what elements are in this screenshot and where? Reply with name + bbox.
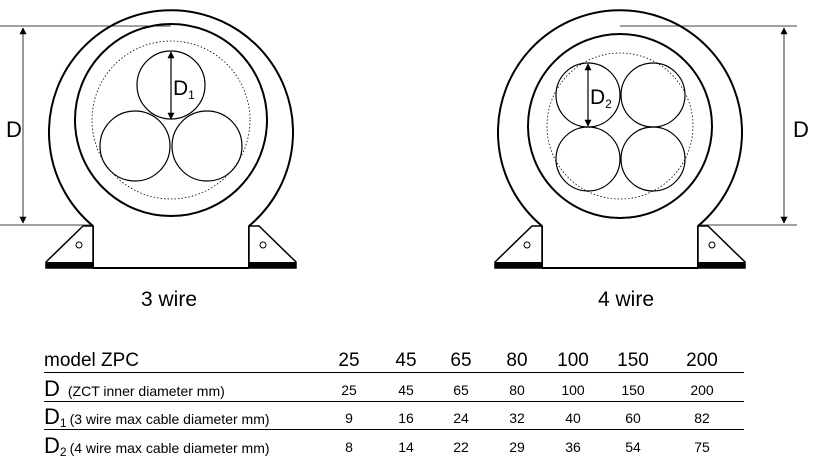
table-row-rule	[44, 429, 744, 430]
table-row-subscript: 2	[59, 445, 67, 459]
table-row-description: (3 wire max cable diameter mm)	[69, 411, 270, 427]
table-cell: 80	[509, 382, 525, 398]
table-cell: 150	[621, 382, 645, 398]
table-cell: 29	[509, 439, 525, 455]
table-header-model: 150	[617, 350, 649, 371]
table-cell: 200	[690, 382, 714, 398]
table-cell: 65	[453, 382, 469, 398]
table-cell: 9	[345, 410, 353, 426]
table-cell: 22	[453, 439, 469, 455]
table-cell: 100	[561, 382, 585, 398]
table-row-label: D (ZCT inner diameter mm)	[44, 376, 225, 402]
table-header-model: 45	[395, 350, 417, 371]
table-cell: 40	[565, 410, 581, 426]
table-cell: 36	[565, 439, 581, 455]
table-header-model: 25	[338, 350, 360, 371]
table-header-rule	[44, 372, 744, 373]
table-cell: 16	[398, 410, 414, 426]
table-header-model: 80	[506, 350, 528, 371]
table-row-label: D1(3 wire max cable diameter mm)	[44, 404, 270, 430]
dim-d2-label: D2	[590, 86, 612, 111]
table-cell: 45	[398, 382, 414, 398]
dim-d-label-left: D	[6, 117, 22, 142]
table-row-description: (4 wire max cable diameter mm)	[69, 440, 270, 456]
table-cell: 24	[453, 410, 469, 426]
ct-3wire-drawing	[0, 9, 297, 269]
caption-3-wire: 3 wire	[141, 288, 197, 311]
dim-d-label-right: D	[793, 117, 809, 142]
table-cell: 75	[694, 439, 710, 455]
table-header-model: 65	[450, 350, 472, 371]
table-cell: 60	[625, 410, 641, 426]
table-row-subscript: 1	[59, 416, 67, 430]
table-cell: 25	[341, 382, 357, 398]
table-header-model: 200	[686, 350, 718, 371]
table-header-label: model ZPC	[44, 350, 140, 371]
table-row-symbol: D	[44, 376, 60, 401]
table-header-model: 100	[557, 350, 589, 371]
caption-4-wire: 4 wire	[598, 288, 654, 311]
table-row-label: D2(4 wire max cable diameter mm)	[44, 433, 270, 459]
table-cell: 8	[345, 439, 353, 455]
table-row-description: (ZCT inner diameter mm)	[67, 383, 225, 399]
table-row-rule	[44, 401, 744, 402]
table-row-symbol: D	[44, 404, 60, 429]
ct-4wire-drawing	[494, 9, 797, 269]
table-cell: 82	[694, 410, 710, 426]
table-cell: 54	[625, 439, 641, 455]
table-row-symbol: D	[44, 433, 60, 458]
table-cell: 14	[398, 439, 414, 455]
dim-d1-label: D1	[173, 77, 195, 102]
table-cell: 32	[509, 410, 525, 426]
